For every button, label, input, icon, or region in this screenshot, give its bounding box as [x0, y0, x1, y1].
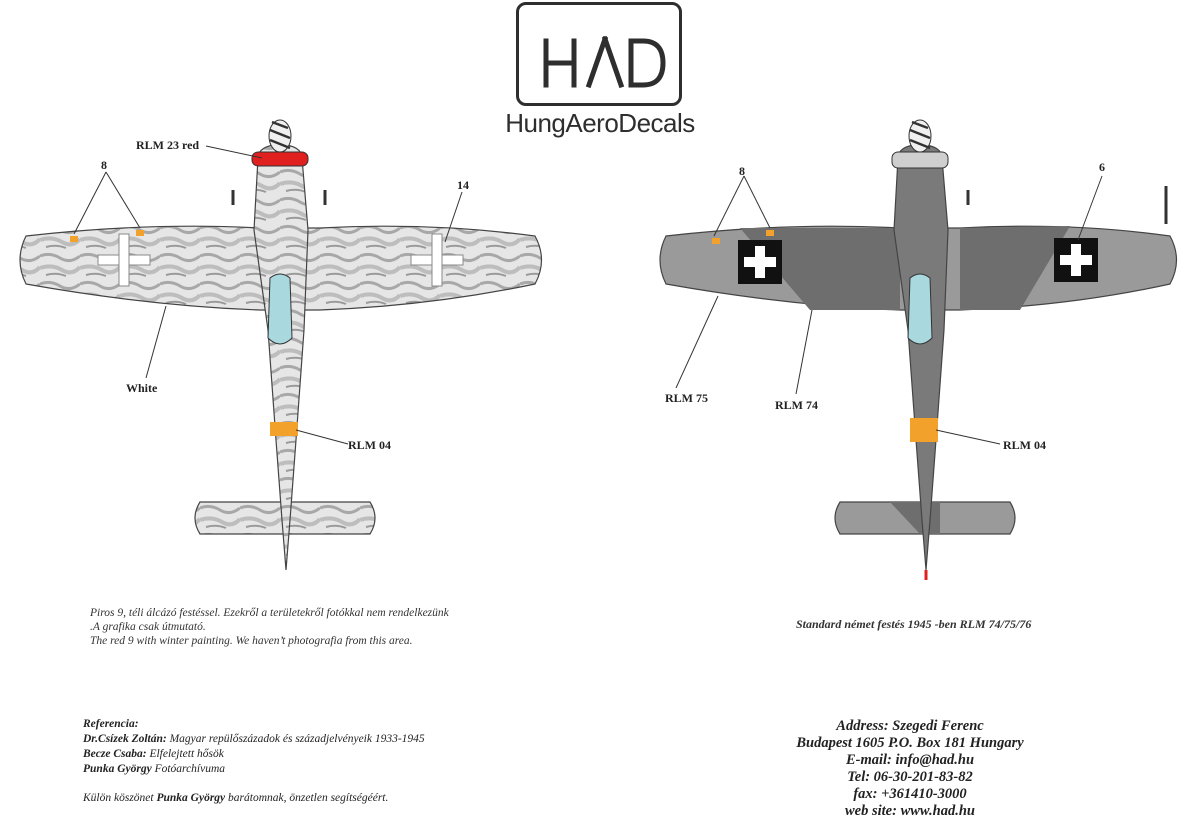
contact-address: Address: Szegedi Ferenc Budapest 1605 P.… [760, 718, 1060, 820]
left-cross-port [97, 233, 151, 287]
thanks-line: Külön köszönet Punka György barátomnak, … [83, 792, 389, 804]
reference-item: Punka György Fotóarchívuma [83, 763, 226, 775]
right-caption: Standard német festés 1945 -ben RLM 74/7… [796, 617, 1032, 631]
phone-line: Tel: 06-30-201-83-82 [847, 769, 973, 785]
left-cross-starboard [410, 233, 464, 287]
right-cross-port [738, 240, 782, 284]
references: Referencia: Dr.Csízek Zoltán: Magyar rep… [83, 717, 503, 806]
right-canopy [907, 273, 933, 345]
label-rlm75: RLM 75 [665, 391, 708, 405]
left-caption-line: The red 9 with winter painting. We haven… [90, 635, 413, 647]
logo-name: HungAeroDecals [505, 108, 695, 138]
website-line: web site: www.had.hu [845, 803, 975, 819]
left-cowl-ring [251, 151, 309, 167]
label-marker-6: 6 [1099, 160, 1105, 174]
left-canopy [267, 273, 293, 345]
label-rlm74: RLM 74 [775, 398, 818, 412]
label-rlm04-right: RLM 04 [1003, 438, 1046, 452]
right-rlm04-band [910, 418, 938, 442]
label-marker-8-right: 8 [739, 164, 745, 178]
label-rlm04-left: RLM 04 [348, 438, 391, 452]
left-rlm04-band [270, 422, 298, 436]
right-cross-starboard [1054, 238, 1098, 282]
left-fuselage [253, 143, 309, 571]
reference-item: Becze Csaba: Elfelejtett hősök [83, 748, 224, 760]
right-plane-drawing [659, 119, 1178, 580]
label-white: White [126, 381, 158, 395]
left-caption-line: Piros 9, téli álcázó festéssel. Ezekről … [90, 607, 449, 619]
label-rlm23: RLM 23 red [136, 138, 200, 152]
address-line: Budapest 1605 P.O. Box 181 Hungary [796, 735, 1024, 751]
reference-item: Dr.Csízek Zoltán: Magyar repülőszázadok … [83, 733, 425, 745]
email-line: E-mail: info@had.hu [845, 752, 975, 768]
address-line: Address: Szegedi Ferenc [836, 718, 984, 734]
label-marker-8-left: 8 [101, 158, 107, 172]
logo-box [516, 2, 682, 106]
left-caption: Piros 9, téli álcázó festéssel. Ezekről … [90, 606, 510, 648]
references-heading: Referencia: [83, 718, 139, 730]
label-marker-14: 14 [457, 178, 469, 192]
left-caption-line: .A grafika csak útmutató. [90, 621, 206, 633]
left-plane-drawing [19, 119, 543, 571]
had-logo-mark [543, 35, 666, 89]
fax-line: fax: +361410-3000 [853, 786, 967, 802]
